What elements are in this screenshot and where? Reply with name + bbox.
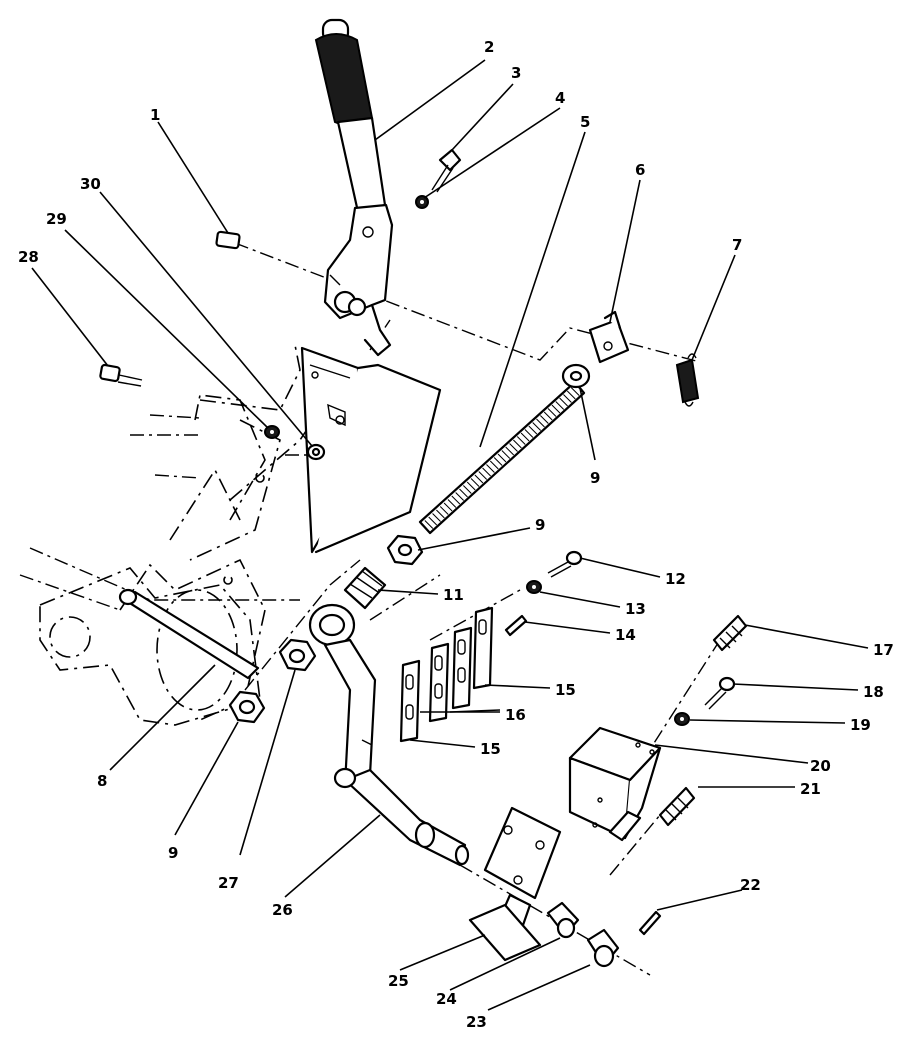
shaft-8: [118, 588, 260, 680]
washer-13: [526, 580, 542, 594]
callout-25: 25: [388, 972, 409, 990]
nut-30: [306, 443, 326, 461]
callout-5: 5: [580, 113, 590, 131]
nut-9-lower: [228, 690, 266, 724]
bolt-12: [547, 550, 583, 578]
pivot-bolt: [215, 230, 241, 250]
nut-27: [278, 638, 317, 672]
callout-6: 6: [635, 161, 645, 179]
callout-29: 29: [46, 210, 67, 228]
callout-30: 30: [80, 175, 101, 193]
callout-9-middle: 9: [535, 516, 545, 534]
nut-9-upper: [561, 363, 591, 389]
callout-21: 21: [800, 780, 821, 798]
callout-23: 23: [466, 1013, 487, 1031]
callout-27: 27: [218, 874, 239, 892]
callout-18: 18: [863, 683, 884, 701]
callout-1: 1: [150, 106, 160, 124]
spring-17: [712, 614, 748, 652]
callout-15-upper: 15: [555, 681, 576, 699]
callout-13: 13: [625, 600, 646, 618]
pedal-arm: [308, 603, 470, 867]
threaded-rod: [418, 380, 586, 535]
washer-29: [264, 425, 280, 439]
callout-15-lower: 15: [480, 740, 501, 758]
link-plates: [399, 606, 494, 743]
callout-2: 2: [484, 38, 494, 56]
shift-lever: [314, 18, 394, 357]
callout-20: 20: [810, 757, 831, 775]
bushing-23: [586, 928, 620, 968]
callout-8: 8: [97, 772, 107, 790]
bolt-28: [99, 363, 143, 387]
callout-16: 16: [505, 706, 526, 724]
washer-19: [674, 712, 690, 726]
cotter-pin-22: [638, 910, 662, 936]
spring-7: [675, 353, 700, 407]
callout-14: 14: [615, 626, 636, 644]
callout-11: 11: [443, 586, 464, 604]
callout-19: 19: [850, 716, 871, 734]
bushing-24: [546, 901, 580, 939]
bolt-18: [704, 676, 736, 710]
washer-4: [415, 195, 429, 209]
callout-4: 4: [555, 89, 565, 107]
frame-bracket: [39, 344, 331, 726]
pin-14: [504, 614, 528, 637]
screw-3: [431, 148, 462, 193]
nut-9-middle: [386, 534, 424, 566]
callout-17: 17: [873, 641, 894, 659]
pedal: [468, 806, 562, 962]
callout-24: 24: [436, 990, 457, 1008]
callout-labels: 1 2 3 4 5 6 7 9 9 9 11 12 13 14 15 15 16…: [18, 38, 894, 1031]
spring-21: [658, 786, 696, 827]
spring-11: [343, 566, 387, 610]
leader-lines: [31, 59, 869, 1011]
clevis-block: [588, 310, 630, 364]
callout-12: 12: [665, 570, 686, 588]
callout-26: 26: [272, 901, 293, 919]
callout-9-upper: 9: [590, 469, 600, 487]
callout-7: 7: [732, 236, 742, 254]
callout-3: 3: [511, 64, 521, 82]
shift-plate: [300, 346, 442, 554]
callout-22: 22: [740, 876, 761, 894]
pedal-bracket: [568, 726, 662, 842]
assembly-centerlines: [19, 242, 721, 976]
callout-28: 28: [18, 248, 39, 266]
callout-9-lower: 9: [168, 844, 178, 862]
